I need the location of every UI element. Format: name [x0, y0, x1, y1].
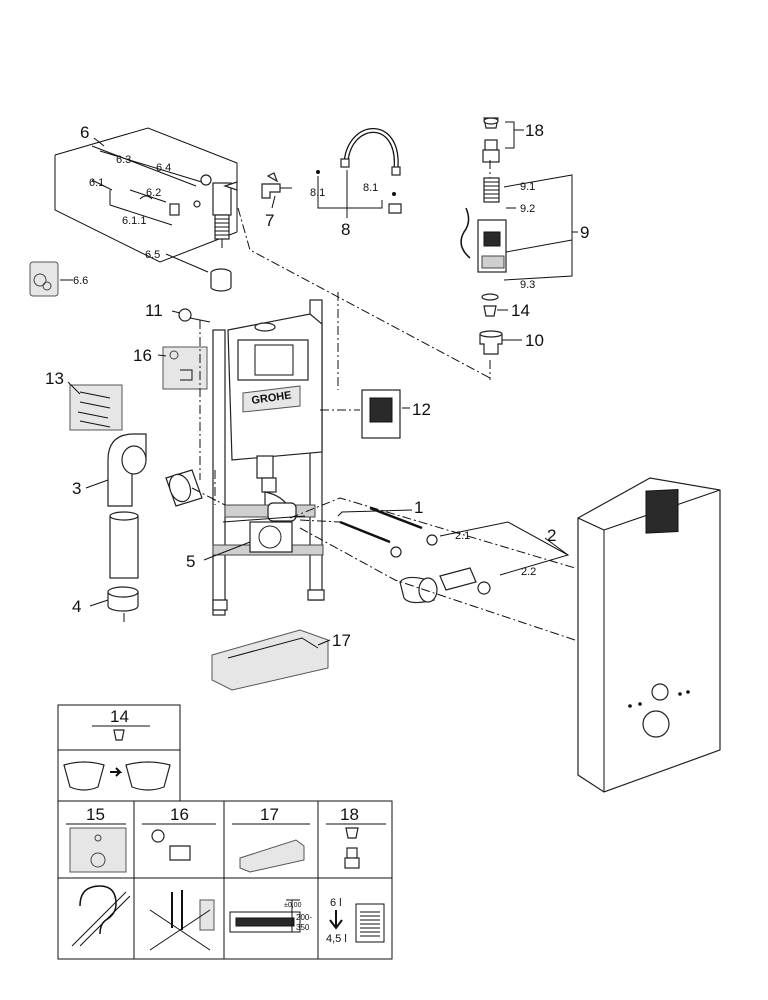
callout-11: 11: [145, 301, 163, 320]
connector-sleeve: [165, 469, 203, 507]
callout-9-1: 9.1: [520, 181, 535, 193]
flexible-hose: [316, 128, 402, 218]
flush-bend-pipes: [107, 433, 147, 622]
brand-logo: GROHE: [251, 389, 293, 406]
volume-full: 6 l: [330, 897, 342, 909]
callout-17: 17: [332, 631, 351, 650]
callout-6-4: 6.4: [156, 162, 171, 174]
legend-17-label: 17: [260, 805, 279, 824]
callout-2: 2: [547, 526, 556, 545]
callout-10: 10: [525, 331, 544, 350]
callout-4: 4: [72, 597, 81, 616]
legend-15-label: 15: [86, 805, 105, 824]
callout-6-1-1: 6.1.1: [122, 215, 146, 227]
support-feet-bracket: [211, 629, 329, 691]
callout-5: 5: [186, 552, 195, 571]
callout-7: 7: [265, 211, 274, 230]
callout-9-3: 9.3: [520, 279, 535, 291]
callout-2-2: 2.2: [521, 566, 536, 578]
range-bottom: 350: [296, 923, 310, 932]
callout-6: 6: [80, 123, 89, 142]
fill-valve-kit-box: [54, 127, 238, 292]
flush-volume: 6 l 4,5 l: [326, 897, 385, 945]
screws-crossed-icon: [149, 890, 215, 951]
ear-crossed-icon: [71, 885, 131, 947]
enclosure-panel: [577, 477, 721, 793]
callout-16: 16: [133, 346, 152, 365]
angle-valve: [261, 172, 292, 199]
callout-6-3: 6.3: [116, 154, 131, 166]
assembly-lines: [191, 160, 576, 641]
volume-partial: 4,5 l: [326, 933, 347, 945]
flush-plate: [361, 389, 401, 439]
callout-labels: 6 6.3 6.4 6.1 6.2 6.1.1 6.5 6.6 7 8.1 8.…: [45, 121, 589, 650]
callout-1: 1: [414, 498, 423, 517]
legend-16-label: 16: [170, 805, 189, 824]
flush-valve-assembly: [460, 117, 578, 355]
callout-14: 14: [511, 301, 530, 320]
callout-6-2: 6.2: [146, 187, 161, 199]
leader-lines: [60, 137, 570, 646]
level-mark: ±0,00: [284, 902, 302, 909]
accessory-legend: 14 15 16 17 18: [57, 704, 393, 960]
callout-3: 3: [72, 479, 81, 498]
callout-8: 8: [341, 220, 350, 239]
callout-9: 9: [580, 223, 589, 242]
range-top: 200-: [296, 913, 312, 922]
callout-6-5: 6.5: [145, 249, 160, 261]
callout-2-1: 2.1: [455, 530, 470, 542]
callout-8-1-left: 8.1: [310, 187, 325, 199]
callout-6-1: 6.1: [89, 177, 104, 189]
legend-14-label: 14: [110, 707, 129, 726]
callout-6-6: 6.6: [73, 275, 88, 287]
wall-anchor-part: [178, 308, 211, 323]
legend-18-label: 18: [340, 805, 359, 824]
callout-18: 18: [525, 121, 544, 140]
height-dimension: ±0,00 200- 350: [229, 899, 312, 933]
callout-12: 12: [412, 400, 431, 419]
wc-connection-pipes: [399, 567, 491, 604]
callout-13: 13: [45, 369, 64, 388]
callout-8-1-right: 8.1: [363, 182, 378, 194]
small-parts-bag: [29, 261, 59, 297]
callout-9-2: 9.2: [520, 203, 535, 215]
installation-frame: GROHE: [212, 299, 325, 616]
